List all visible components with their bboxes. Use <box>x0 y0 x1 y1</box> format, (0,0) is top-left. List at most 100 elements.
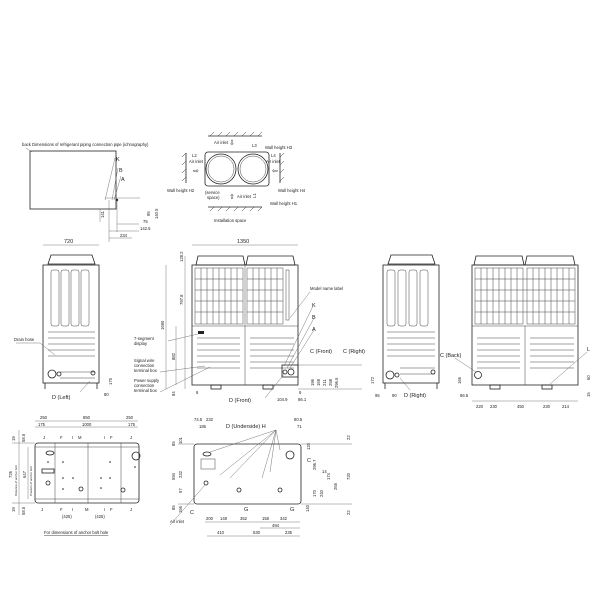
dim-85-a: 85 <box>171 441 176 446</box>
wall-h4: Wall height H4 <box>278 188 306 193</box>
dim-140: 140 <box>305 504 310 512</box>
dim-141: 141 <box>100 210 105 218</box>
dim-75: 75 <box>143 219 148 224</box>
dim-158: 158 <box>262 516 270 521</box>
top-label-i1: I <box>72 435 73 440</box>
top-label-i2: I <box>104 435 105 440</box>
unit-top-outline <box>204 151 270 187</box>
dim-352: 352 <box>240 516 248 521</box>
wall-h3: Wall height H3 <box>265 145 293 150</box>
coil-grid-right <box>246 267 290 325</box>
c-front-label: C (Front) <box>310 349 332 355</box>
bottom-label-m: M <box>85 507 89 512</box>
bottom-label-i1: I <box>72 507 73 512</box>
dim-232-a: 232 <box>206 417 214 422</box>
dim-90: 90 <box>392 393 397 398</box>
top-label-j2: J <box>130 435 132 440</box>
dim-232-b: 232 <box>178 470 183 478</box>
dim-175-b: 175 <box>128 422 136 427</box>
dim-57: 57 <box>178 488 183 493</box>
dim-104-9: 104.9 <box>277 397 288 402</box>
bottom-label-j2: J <box>130 507 132 512</box>
dim-296-6: 296.6 <box>334 377 339 388</box>
power-box-label-3: terminal box <box>134 388 158 393</box>
dim-156: 156 <box>178 505 183 513</box>
dim-425-b: (425) <box>95 514 105 519</box>
pipe-port <box>47 369 57 379</box>
dim-95: 95 <box>146 211 151 216</box>
installation-caption: Installation space <box>214 218 247 223</box>
d-right-label: D (Right) <box>404 393 426 399</box>
dim-1690: 1690 <box>160 320 165 330</box>
top-label-f2: F <box>110 435 113 440</box>
label-g-1: G <box>244 507 248 513</box>
dim-1350: 1350 <box>237 239 249 245</box>
dim-166: 166 <box>457 376 462 384</box>
dim-240: 240 <box>319 489 324 497</box>
dim-175: 175 <box>108 377 113 385</box>
dim-84: 84 <box>171 391 176 396</box>
signal-box-label-2: connection <box>134 363 155 368</box>
dim-185: 185 <box>199 424 207 429</box>
position-anchor-bolt: Position of anchor bolt <box>29 466 33 496</box>
fan-left <box>205 153 237 185</box>
label-l4: L4 <box>271 153 276 158</box>
label-l3: L3 <box>252 143 257 148</box>
signal-box-label-3: terminal box <box>134 368 158 373</box>
bottom-label-i2: I <box>104 507 105 512</box>
label-b: B <box>119 168 123 174</box>
dim-170: 170 <box>312 489 317 497</box>
dim-71: 71 <box>297 424 302 429</box>
c-right-label: C (Right) <box>343 349 365 355</box>
seven-segment-label-1: 7-segment <box>134 336 155 341</box>
dim-86-1: 86.1 <box>298 397 307 402</box>
dim-22-b: 22 <box>346 510 351 515</box>
dim-1000: 1000 <box>82 422 92 427</box>
label-k-front: K <box>312 303 316 309</box>
dim-726: 726 <box>8 470 13 478</box>
top-label-j1: J <box>43 435 45 440</box>
label-a: A <box>121 177 125 183</box>
c-back-label: C (Back) <box>440 353 462 359</box>
d-front-label: D (Front) <box>229 398 251 404</box>
dim-235: 235 <box>285 530 293 535</box>
label-k: K <box>116 157 120 163</box>
right-view: 172 95 90 D (Right) <box>370 254 440 399</box>
dim-101: 101 <box>178 436 183 444</box>
top-label-m: M <box>78 435 82 440</box>
dim-530: 530 <box>253 530 261 535</box>
dim-175-a: 175 <box>38 422 46 427</box>
dim-86-5: 86.5 <box>460 393 469 398</box>
seven-segment-label-2: display <box>134 341 148 346</box>
air-inlet-left: Air inlet <box>189 159 204 164</box>
label-l2: L2 <box>192 153 197 158</box>
back-outline <box>29 150 117 210</box>
dim-6-right: 6 <box>299 390 302 395</box>
dim-234: 234 <box>120 233 128 238</box>
dim-214: 214 <box>562 404 570 409</box>
left-side-outline <box>42 264 100 384</box>
dim-6-left: 6 <box>196 390 199 395</box>
air-inlet-right: Air inlet <box>266 159 281 164</box>
dim-230-b: 230 <box>543 404 551 409</box>
dim-85-b: 85 <box>171 505 176 510</box>
drain-hose-label: Drain hose <box>14 337 35 342</box>
piping-title: back Dimensions of refrigerant piping co… <box>22 142 149 147</box>
d-left-label: D (Left) <box>52 395 71 401</box>
dim-58-5-a: 58.5 <box>21 433 26 442</box>
air-inlet-label: Air inlet <box>170 519 185 524</box>
dim-120: 120 <box>306 442 311 450</box>
dim-594: 594 <box>171 472 176 480</box>
dim-15: 15 <box>586 392 591 397</box>
dim-797-8: 797.8 <box>179 294 184 305</box>
underside-outline <box>193 443 302 505</box>
dim-258: 258 <box>328 378 333 386</box>
dim-196: 196 <box>310 378 315 386</box>
dim-169: 169 <box>316 378 321 386</box>
label-c-left: C <box>190 510 194 516</box>
dim-19-a: 19 <box>11 436 16 441</box>
dim-172: 172 <box>370 376 375 384</box>
dim-450: 450 <box>517 404 525 409</box>
dim-296-7: 296.7 <box>312 459 317 470</box>
coil-grid-left <box>194 267 244 325</box>
